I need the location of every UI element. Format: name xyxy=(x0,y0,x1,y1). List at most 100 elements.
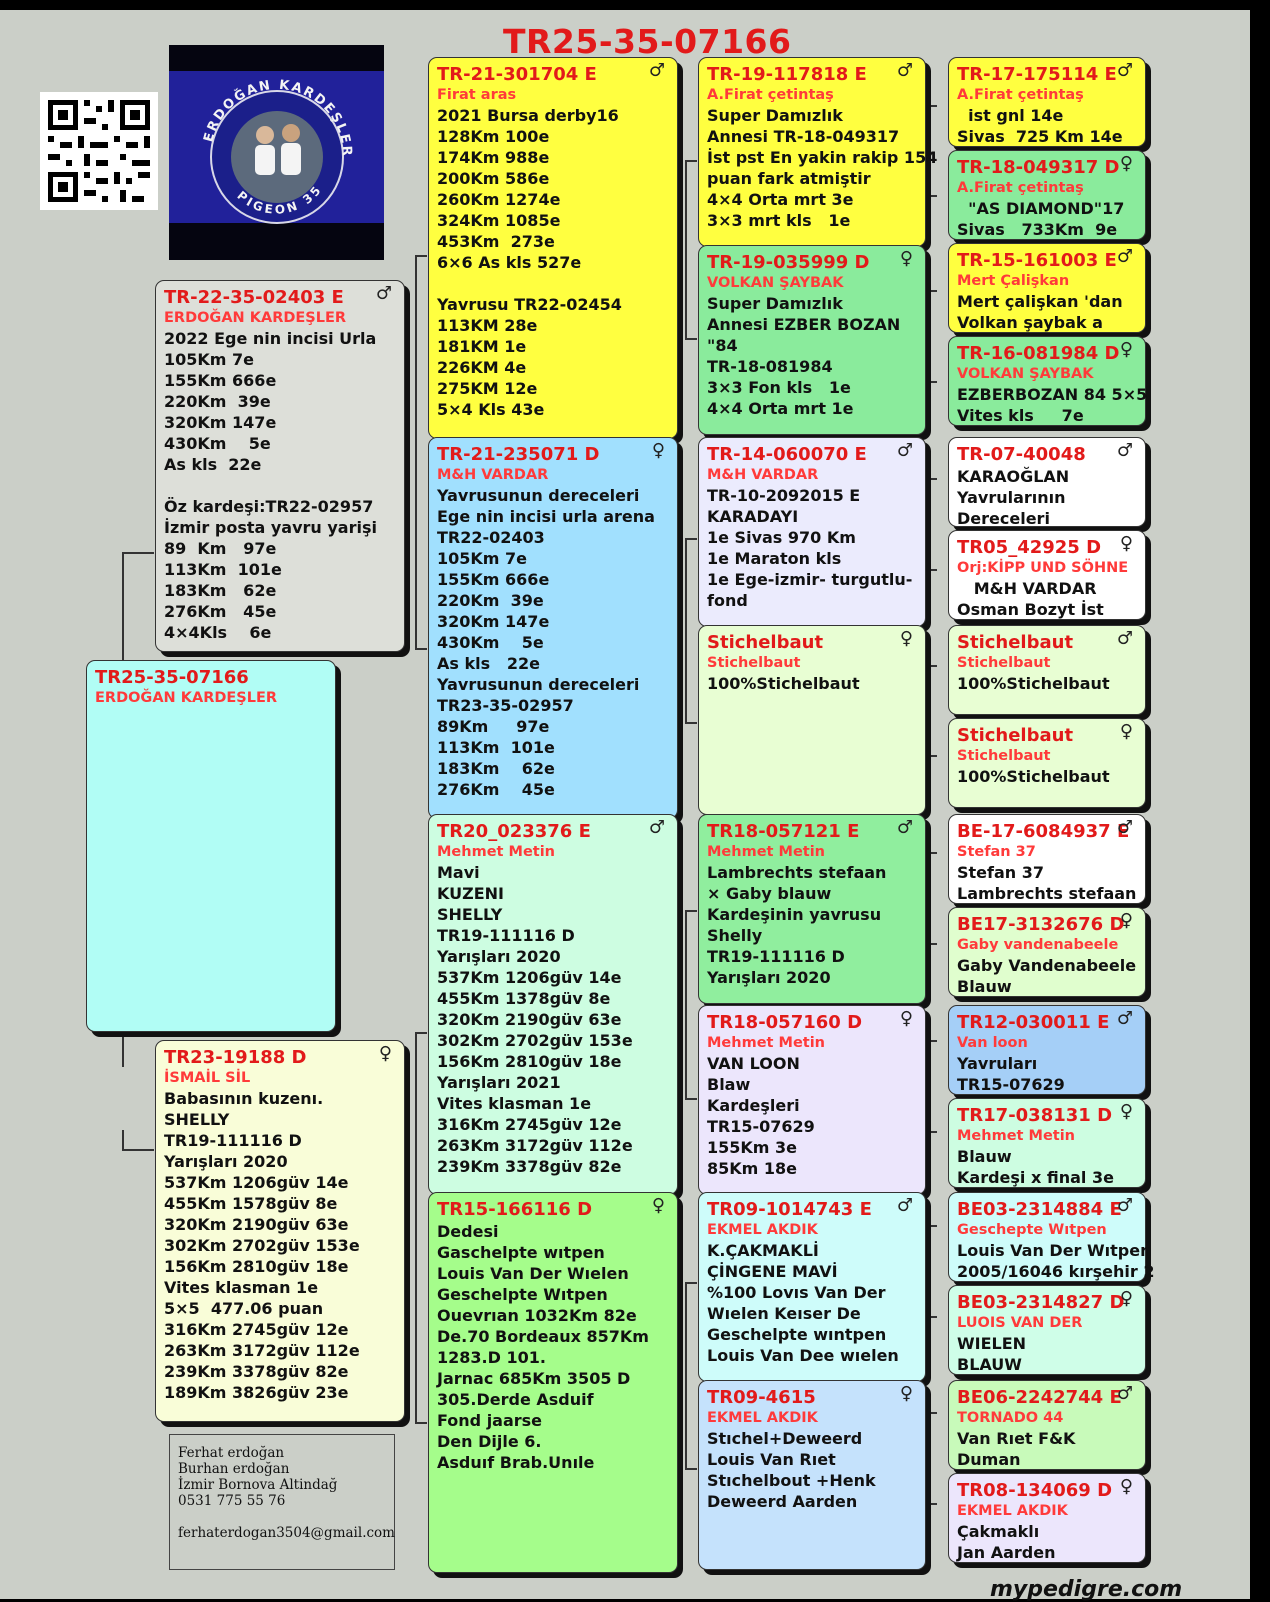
ring-number: Stichelbaut xyxy=(957,725,1074,746)
card-text-line: SHELLY xyxy=(437,905,503,924)
card-text-line: TR-18-081984 xyxy=(707,357,833,376)
card-text-line: 220Km 39e xyxy=(437,591,544,610)
card-text-line: Yavrusunun dereceleri xyxy=(437,675,640,694)
card-text-line: 183Km 62e xyxy=(164,581,277,600)
qr-code[interactable] xyxy=(40,92,158,210)
card-text-line: Gaby Vandenabeele xyxy=(957,956,1137,975)
male-symbol-icon: ♂ xyxy=(1116,60,1133,81)
card-text-line: 89 Km 97e xyxy=(164,539,277,558)
female-symbol-icon: ♀ xyxy=(1119,1101,1133,1122)
ring-number: TR20_023376 E xyxy=(437,821,591,842)
card-text-line: TR19-111116 D xyxy=(707,947,845,966)
male-symbol-icon: ♂ xyxy=(896,440,913,461)
male-symbol-icon: ♂ xyxy=(1116,817,1133,838)
contact-line: Ferhat erdoğan xyxy=(178,1445,285,1461)
card-text-line: De.70 Bordeaux 857Km xyxy=(437,1327,649,1346)
card-text-line: Shelly xyxy=(707,926,763,945)
card-text-line: 276Km 45e xyxy=(437,780,555,799)
owner-name: M&H VARDAR xyxy=(437,467,549,483)
card-text-line: 2022 Ege nin incisi Urla xyxy=(164,329,377,348)
card-text-line: 275KM 12e xyxy=(437,379,538,398)
card-text-line: 183Km 62e xyxy=(437,759,555,778)
card-text-line: 320Km 2190güv 63e xyxy=(164,1215,349,1234)
card-text-line: Dereceleri xyxy=(957,509,1050,528)
card-text-line: Stıchelbout +Henk xyxy=(707,1471,876,1490)
card-text-line: 6×6 As kls 527e xyxy=(437,253,582,272)
contact-email[interactable]: ferhaterdogan3504@gmail.com xyxy=(178,1525,395,1541)
ring-number: TR05_42925 D xyxy=(957,537,1102,558)
male-symbol-icon: ♂ xyxy=(1116,1383,1133,1404)
ring-number: TR25-35-07166 xyxy=(95,667,249,688)
contact-box: Ferhat erdoğan Burhan erdoğan İzmir Born… xyxy=(169,1434,395,1570)
card-text-line: %100 Lovıs Van Der xyxy=(707,1283,886,1302)
card-text-line: Lambrechts stefaan xyxy=(957,884,1137,903)
card-text-line: Jan Aarden xyxy=(957,1543,1056,1562)
pedigree-card[interactable]: TR-17-175114 E♂A.Firat çetintaş ist gnl … xyxy=(948,57,1146,147)
pedigree-card[interactable]: TR05_42925 D♀Orj:KİPP UND SÖHNE M&H VARD… xyxy=(948,530,1146,620)
female-symbol-icon: ♀ xyxy=(651,440,665,461)
pedigree-card[interactable]: TR-18-049317 D♀A.Firat çetintaş "AS DIAM… xyxy=(948,150,1146,240)
card-text-line: 537Km 1206güv 14e xyxy=(437,968,622,987)
card-text-line: Yavrusu TR22-02454 xyxy=(437,295,622,314)
card-text-line: Kardeşleri xyxy=(707,1096,800,1115)
card-text-line: 302Km 2702güv 153e xyxy=(437,1031,633,1050)
owner-name: A.Firat çetintaş xyxy=(707,87,834,103)
card-text-line: 3×3 Fon kls 1e xyxy=(707,378,851,397)
card-text-line: 1e Sivas 970 Km xyxy=(707,528,856,547)
card-text-line: TR15-07629 xyxy=(957,1075,1065,1094)
card-text-line: 537Km 1206güv 14e xyxy=(164,1173,349,1192)
male-symbol-icon: ♂ xyxy=(1116,440,1133,461)
card-text-line: Super Damızlık xyxy=(707,106,843,125)
ring-number: Stichelbaut xyxy=(957,632,1074,653)
card-text-line: 113KM 28e xyxy=(437,316,538,335)
owner-name: ERDOĞAN KARDEŞLER xyxy=(95,690,278,706)
ring-number: TR15-166116 D xyxy=(437,1199,593,1220)
footer-brand[interactable]: mypedigre.com xyxy=(990,1577,1183,1602)
card-text-line: Gaschelpte wıtpen xyxy=(437,1243,605,1262)
card-text-line: TR15-07629 xyxy=(707,1117,815,1136)
ring-number: TR-15-161003 E xyxy=(957,250,1117,271)
owner-name: Mehmet Metin xyxy=(707,1035,825,1051)
owner-name: Gaby vandenabeele xyxy=(957,937,1119,953)
card-text-line: VAN LOON xyxy=(707,1054,800,1073)
contact-line: ​ xyxy=(178,1509,386,1525)
card-text-line: 128Km 100e xyxy=(437,127,550,146)
card-text-line: 189Km 3826güv 23e xyxy=(164,1383,349,1402)
card-text-line: Ouevrıan 1032Km 82e xyxy=(437,1306,637,1325)
card-text-line: Öz kardeşi:TR22-02957 xyxy=(164,497,374,516)
card-text-line: Dedesi xyxy=(437,1222,499,1241)
card-text-line: 320Km 147e xyxy=(164,413,277,432)
card-text-line: 455Km 1378güv 8e xyxy=(437,989,611,1008)
card-text-line: TR22-02403 xyxy=(437,528,545,547)
owner-name: Mehmet Metin xyxy=(957,1128,1075,1144)
card-text-line: fond xyxy=(707,591,748,610)
